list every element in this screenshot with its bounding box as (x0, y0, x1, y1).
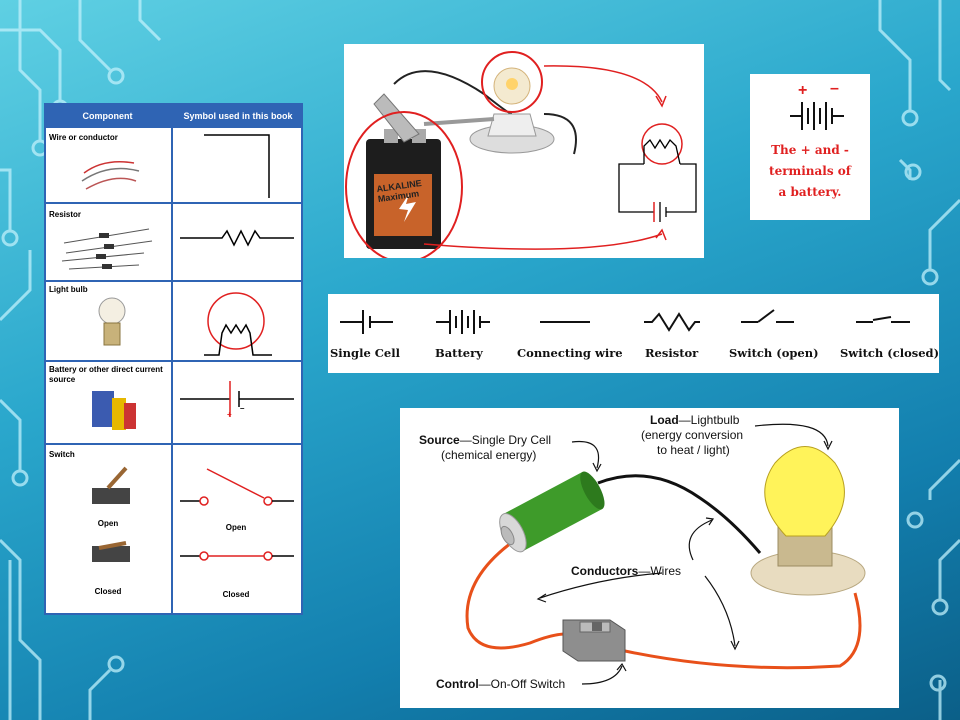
table-grid (44, 103, 303, 615)
symbol-label-resistor: Resistor (645, 346, 699, 360)
symbol-label-switch-closed: Switch (closed) (840, 346, 940, 360)
load-sublabel-2: to heat / light) (657, 443, 730, 457)
symbol-label-single-cell: Single Cell (330, 346, 400, 360)
resistor-symbol (180, 229, 294, 247)
symbol-label-battery: Battery (435, 346, 483, 360)
circuit-illustration (465, 423, 866, 685)
terminals-caption: The + and - terminals of a battery. (750, 140, 870, 203)
switch-closed-label: Closed (94, 587, 122, 596)
load-sublabel-1: (energy conversion (641, 428, 744, 442)
battery-terminals-panel: + – The + and - terminals of a battery. (750, 74, 870, 220)
terminals-caption-line3: a battery. (778, 185, 842, 199)
switch-closed-symbol (180, 551, 294, 561)
conductors-label: Conductors—Wires (571, 564, 681, 579)
source-label: Source—Single Dry Cell (419, 433, 551, 448)
battery-terminals-symbol (790, 102, 844, 130)
circuit-symbols-strip (328, 294, 939, 373)
header-component: Component (44, 103, 171, 128)
photo-illustration (344, 44, 704, 258)
switch-closed-symbol-label: Closed (222, 590, 250, 599)
row-label-resistor: Resistor (49, 210, 82, 219)
control-label-rest: —On-Off Switch (478, 677, 566, 691)
load-label-rest: —Lightbulb (678, 413, 740, 427)
switch-closed-symbol-strip (856, 316, 910, 323)
row-label-battery: Battery or other direct current source (49, 365, 163, 384)
switch-open-label: Open (97, 519, 119, 528)
conductors-label-bold: Conductors (571, 564, 639, 578)
row-label-light-bulb: Light bulb (49, 285, 88, 294)
symbol-label-switch-open: Switch (open) (729, 346, 819, 360)
source-label-bold: Source (419, 433, 460, 447)
battery-symbol-strip (436, 310, 490, 334)
wire-symbol (204, 134, 270, 198)
terminals-caption-line1: The + and - (771, 143, 849, 157)
battery-minus-sign: – (240, 404, 245, 413)
source-label-rest: —Single Dry Cell (459, 433, 552, 447)
battery-bulb-photo: ALKALINE Maximum (344, 44, 704, 258)
component-symbol-table: Component Symbol used in this book Wire … (44, 103, 303, 615)
conductors-label-rest: —Wires (638, 564, 682, 578)
symbols-drawing (340, 309, 910, 334)
bulb-symbol (207, 292, 265, 350)
battery-plus-sign: + (227, 410, 232, 419)
single-cell-symbol (340, 310, 393, 334)
source-sublabel: (chemical energy) (441, 448, 537, 462)
simple-circuit-diagram: Source—Single Dry Cell (chemical energy)… (400, 408, 899, 708)
row-label-wire: Wire or conductor (49, 133, 118, 142)
header-symbol: Symbol used in this book (173, 103, 303, 128)
row-label-switch: Switch (49, 450, 75, 459)
resistor-symbol-strip (644, 312, 700, 332)
control-label-bold: Control (436, 677, 479, 691)
symbol-label-connecting-wire: Connecting wire (517, 346, 623, 360)
load-label: Load—Lightbulb (650, 413, 739, 428)
switch-open-symbol (180, 468, 294, 506)
terminal-plus: + (798, 82, 808, 99)
control-label: Control—On-Off Switch (436, 677, 565, 692)
switch-open-symbol-strip (741, 309, 794, 323)
load-label-bold: Load (650, 413, 679, 427)
terminal-minus: – (830, 80, 839, 97)
terminals-caption-line2: terminals of (769, 164, 851, 178)
switch-open-symbol-label: Open (225, 523, 247, 532)
battery-symbol (180, 381, 294, 417)
